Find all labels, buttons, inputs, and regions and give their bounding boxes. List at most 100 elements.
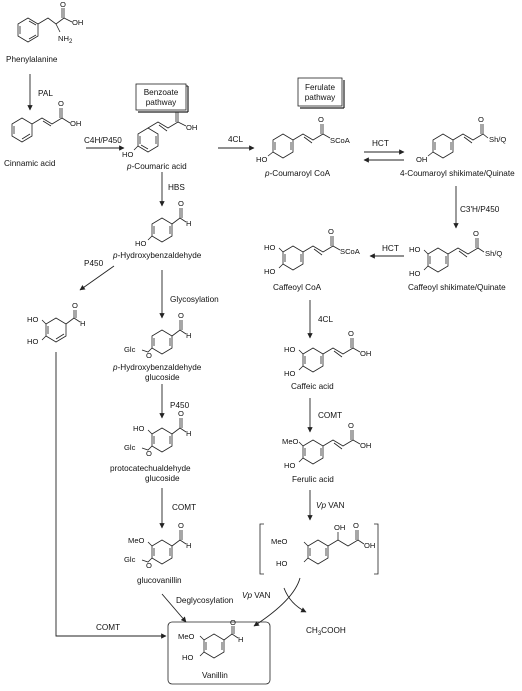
atom-NH2: NH2	[58, 34, 73, 45]
svg-text:pathway: pathway	[305, 93, 336, 102]
label-p-coumaroyl-coa: p-Coumaroyl CoA	[264, 169, 331, 178]
enzyme-comt-benz: COMT	[172, 503, 196, 512]
enzyme-deglycosylation: Deglycosylation	[176, 596, 234, 605]
atom-O: O	[178, 311, 184, 320]
arrow-acetic-acid	[283, 587, 307, 613]
atom-OH: OH	[360, 349, 371, 358]
cinnamic-acid-structure: O OH	[11, 99, 81, 143]
enzyme-hct-mid: HCT	[382, 244, 399, 253]
label-ferulic-acid: Ferulic acid	[292, 475, 334, 484]
arrow-p450-left	[79, 265, 115, 291]
atom-HO: HO	[284, 369, 295, 378]
atom-MeO: MeO	[178, 632, 195, 641]
atom-HO: HO	[276, 559, 287, 568]
atom-O: O	[178, 521, 184, 530]
label-vanillin: Vanillin	[202, 671, 228, 680]
enzyme-vpvan-2: Vp VAN	[242, 591, 271, 600]
ferulate-pathway-box: Ferulate pathway	[297, 77, 345, 109]
vanillin-structure: O H MeO HO	[167, 618, 271, 685]
atom-HO: HO	[135, 239, 146, 248]
coumaroyl-shikimate-structure: O Sh/Q OH	[416, 115, 506, 164]
caffeoyl-shikimate-structure: O Sh/Q HO HO	[409, 229, 502, 278]
atom-OH: OH	[334, 523, 345, 532]
label-caffeoyl-shikimate: Caffeoyl shikimate/Quinate	[408, 283, 506, 292]
label-phenylalanine: Phenylalanine	[6, 55, 58, 64]
arrow-vpvan-2	[253, 577, 301, 627]
atom-O: O	[146, 351, 152, 360]
atom-O: O	[230, 618, 236, 627]
ferulic-acid-structure: O OH MeO HO	[282, 421, 371, 470]
atom-HO: HO	[284, 461, 295, 470]
atom-ShQ: Sh/Q	[485, 249, 502, 258]
atom-O: O	[146, 449, 152, 458]
enzyme-comt-ferulate: COMT	[318, 411, 342, 420]
atom-ShQ: Sh/Q	[489, 135, 506, 144]
atom-O: O	[348, 421, 354, 430]
svg-text:Ferulate: Ferulate	[305, 83, 335, 92]
label-p-hydroxybenzaldehyde: p-Hydroxybenzaldehyde	[112, 251, 202, 260]
atom-O: O	[178, 199, 184, 208]
atom-O: O	[318, 115, 324, 124]
atom-Glc: Glc	[124, 555, 136, 564]
caffeic-acid-structure: O OH HO HO	[284, 329, 371, 378]
label-p-coumaric-acid: p-Coumaric acid	[126, 162, 187, 171]
atom-OH: OH	[70, 119, 81, 128]
atom-O: O	[353, 521, 359, 530]
atom-O: O	[348, 329, 354, 338]
atom-HO: HO	[133, 424, 144, 433]
atom-H: H	[186, 219, 191, 228]
svg-text:pathway: pathway	[146, 98, 177, 107]
enzyme-comt-left: COMT	[96, 623, 120, 632]
atom-H: H	[238, 635, 243, 644]
protocatechualdehyde-glucoside-structure: O H HO Glc O	[124, 409, 191, 458]
atom-HO: HO	[27, 337, 38, 346]
enzyme-hct-top: HCT	[372, 139, 389, 148]
label-caffeoyl-coa: Caffeoyl CoA	[273, 283, 322, 292]
enzyme-vpvan-1: Vp VAN	[316, 501, 345, 510]
atom-HO: HO	[264, 243, 275, 252]
svg-text:Benzoate: Benzoate	[144, 88, 179, 97]
enzyme-p450-left: P450	[84, 259, 104, 268]
enzyme-hbs: HBS	[168, 183, 185, 192]
label-p-hydroxybenzaldehyde-glucoside: p-Hydroxybenzaldehyde	[112, 363, 202, 372]
atom-O: O	[146, 561, 152, 570]
atom-OH: OH	[72, 18, 83, 27]
reaction-arrows	[27, 74, 459, 639]
label-cinnamic-acid: Cinnamic acid	[4, 159, 56, 168]
p-coumaroyl-coa-structure: O SCoA HO	[256, 115, 351, 164]
enzyme-p450-benz: P450	[170, 401, 190, 410]
atom-O: O	[72, 301, 78, 310]
atom-MeO: MeO	[128, 536, 145, 545]
atom-HO: HO	[409, 269, 420, 278]
enzyme-4cl-mid: 4CL	[318, 315, 333, 324]
arrow-comt-left	[55, 352, 167, 639]
atom-O: O	[478, 115, 484, 124]
atom-HO: HO	[27, 315, 38, 324]
caffeoyl-coa-structure: O SCoA HO HO	[264, 227, 361, 276]
p-hydroxybenzaldehyde-structure: O H HO	[135, 199, 191, 248]
phenylalanine-structure: O OH NH2	[17, 0, 83, 45]
atom-Glc: Glc	[124, 443, 136, 452]
atom-Glc: Glc	[124, 345, 136, 354]
atom-O: O	[58, 99, 64, 108]
atom-H: H	[186, 541, 191, 550]
atom-H: H	[80, 319, 85, 328]
atom-H: H	[186, 429, 191, 438]
atom-O: O	[60, 0, 66, 9]
atom-OH: OH	[186, 123, 197, 132]
enzyme-glycosylation: Glycosylation	[170, 295, 219, 304]
label-p-hydroxybenzaldehyde-glucoside-2: glucoside	[145, 373, 180, 382]
protocatechualdehyde-structure: O H HO HO	[27, 301, 85, 346]
atom-HO: HO	[182, 653, 193, 662]
label-acetic-acid: CH3COOH	[306, 626, 346, 637]
benzoate-pathway-box: Benzoate pathway	[135, 83, 189, 113]
atom-HO: HO	[256, 155, 267, 164]
p-hydroxybenzaldehyde-glucoside-structure: O H Glc O	[124, 311, 191, 360]
compound-labels: Phenylalanine Cinnamic acid p-Coumaric a…	[4, 55, 515, 680]
enzyme-4cl-top: 4CL	[228, 135, 243, 144]
label-coumaroyl-shikimate: 4-Coumaroyl shikimate/Quinate	[400, 169, 515, 178]
enzyme-c3h: C3'H/P450	[460, 205, 500, 214]
atom-SCoA: SCoA	[340, 247, 361, 256]
atom-OH: OH	[416, 155, 427, 164]
